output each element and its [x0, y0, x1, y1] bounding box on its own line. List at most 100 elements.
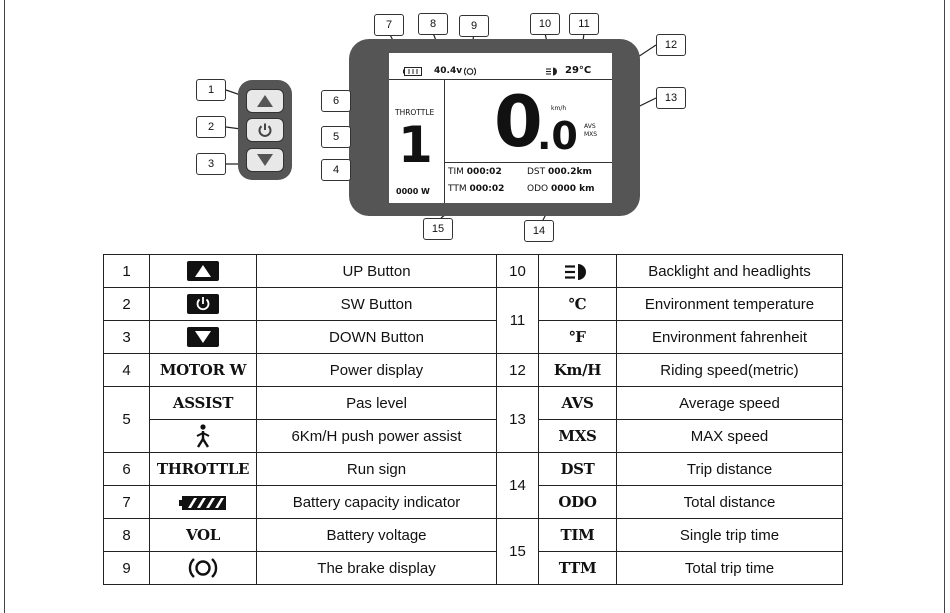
- screen-brake-icon: [464, 67, 476, 76]
- left-num: 3: [103, 320, 150, 354]
- left-symbol: [149, 551, 257, 585]
- down-arrow-icon: [257, 154, 273, 166]
- screen-dst-value: 000.2km: [548, 167, 592, 177]
- right-symbol: TTM: [538, 551, 617, 585]
- right-desc: Environment temperature: [616, 287, 843, 321]
- screen-headlight-icon: [546, 67, 557, 76]
- left-desc: Battery voltage: [256, 518, 497, 552]
- callout-1: 1: [196, 79, 226, 101]
- right-symbol: ℃: [538, 287, 617, 321]
- screen-speed-integer: 0: [494, 81, 543, 163]
- right-desc: Total trip time: [616, 551, 843, 585]
- left-symbol: MOTOR W: [149, 353, 257, 387]
- right-symbol: Km/H: [538, 353, 617, 387]
- table-row: 5 ASSIST Pas level 13 AVS Average speed: [103, 386, 843, 453]
- power-button-icon: [187, 294, 219, 314]
- callout-15: 15: [423, 218, 453, 240]
- screen-dst-label: DST: [527, 167, 546, 177]
- screen-avs-label: AVS: [584, 123, 596, 130]
- right-num: 12: [496, 353, 539, 387]
- control-remote: [238, 80, 292, 180]
- screen-divider-bottom: [445, 162, 612, 163]
- screen-throttle-label: THROTTLE: [395, 108, 435, 117]
- screen-divider-top: [389, 79, 612, 80]
- table-row: 6 THROTTLE Run sign 14 DST Trip distance: [103, 452, 843, 519]
- screen-assist-level: 1: [398, 116, 433, 174]
- callout-14: 14: [524, 220, 554, 242]
- left-num: 8: [103, 518, 150, 552]
- lcd-screen: [389, 53, 612, 203]
- left-num: 2: [103, 287, 150, 321]
- right-num: 13: [496, 386, 539, 453]
- left-num: 1: [103, 254, 150, 288]
- callout-9: 9: [459, 15, 489, 37]
- right-symbol: DST: [538, 452, 617, 486]
- screen-tim: TIM 000:02: [448, 167, 502, 177]
- down-button-icon: [187, 327, 219, 347]
- screen-power: 0000 W: [396, 187, 430, 196]
- left-num: 7: [103, 485, 150, 519]
- left-desc: Power display: [256, 353, 497, 387]
- screen-divider-vertical: [444, 80, 445, 203]
- screen-odo-label: ODO: [527, 184, 549, 194]
- screen-dst: DST 000.2km: [527, 167, 592, 177]
- left-desc: Battery capacity indicator: [256, 485, 497, 519]
- screen-tim-value: 000:02: [466, 167, 502, 177]
- right-desc: Average speed: [616, 386, 843, 420]
- right-desc: Riding speed(metric): [616, 353, 843, 387]
- screen-ttm: TTM 000:02: [448, 184, 504, 194]
- remote-power-button[interactable]: [246, 118, 284, 142]
- remote-down-button[interactable]: [246, 148, 284, 172]
- right-num: 10: [496, 254, 539, 288]
- right-symbol: ℉: [538, 320, 617, 354]
- left-border: [4, 0, 5, 613]
- left-desc: DOWN Button: [256, 320, 497, 354]
- right-symbol: ODO: [538, 485, 617, 519]
- up-arrow-icon: [257, 95, 273, 107]
- table-row: 9 The brake display TTM Total trip time: [103, 551, 843, 585]
- screen-odo: ODO 0000 km: [527, 184, 595, 194]
- headlight-icon: [564, 263, 586, 280]
- brake-icon: [188, 558, 218, 578]
- left-num: 4: [103, 353, 150, 387]
- legend-table: 1 UP Button 10 Backlight and headlights …: [103, 254, 843, 585]
- power-icon: [258, 123, 272, 137]
- right-num: 11: [496, 287, 539, 354]
- screen-tim-label: TIM: [448, 167, 464, 177]
- left-num: 6: [103, 452, 150, 486]
- right-desc: Environment fahrenheit: [616, 320, 843, 354]
- table-row: 8 VOL Battery voltage 15 TIM Single trip…: [103, 518, 843, 585]
- left-symbol: [149, 287, 257, 321]
- left-num: 5: [103, 386, 150, 453]
- callout-4: 4: [321, 159, 351, 181]
- left-symbol: [149, 320, 257, 354]
- table-row: 1 UP Button 10 Backlight and headlights: [103, 254, 843, 288]
- left-symbol: [149, 485, 257, 519]
- callout-10: 10: [530, 13, 560, 35]
- callout-7: 7: [374, 14, 404, 36]
- right-symbol: [538, 254, 617, 288]
- up-button-icon: [187, 261, 219, 281]
- screen-battery-icon: [403, 67, 422, 76]
- screen-ttm-value: 000:02: [469, 184, 505, 194]
- remote-up-button[interactable]: [246, 89, 284, 113]
- right-symbol: MXS: [538, 419, 617, 453]
- left-desc: Run sign: [256, 452, 497, 486]
- left-symbol: THROTTLE: [149, 452, 257, 486]
- table-row: 7 Battery capacity indicator ODO Total d…: [103, 485, 843, 519]
- callout-12: 12: [656, 34, 686, 56]
- right-border: [944, 0, 945, 613]
- screen-odo-value: 0000 km: [550, 184, 595, 194]
- right-desc: Total distance: [616, 485, 843, 519]
- left-symbol: ASSIST: [149, 386, 257, 420]
- right-symbol: AVS: [538, 386, 617, 420]
- right-desc: Single trip time: [616, 518, 843, 552]
- right-num: 14: [496, 452, 539, 519]
- callout-8: 8: [418, 13, 448, 35]
- callout-3: 3: [196, 153, 226, 175]
- right-desc: MAX speed: [616, 419, 843, 453]
- screen-speed-decimal: .0: [537, 114, 578, 158]
- left-desc: The brake display: [256, 551, 497, 585]
- battery-icon: [179, 496, 226, 510]
- screen-temperature: 29°C: [565, 65, 592, 76]
